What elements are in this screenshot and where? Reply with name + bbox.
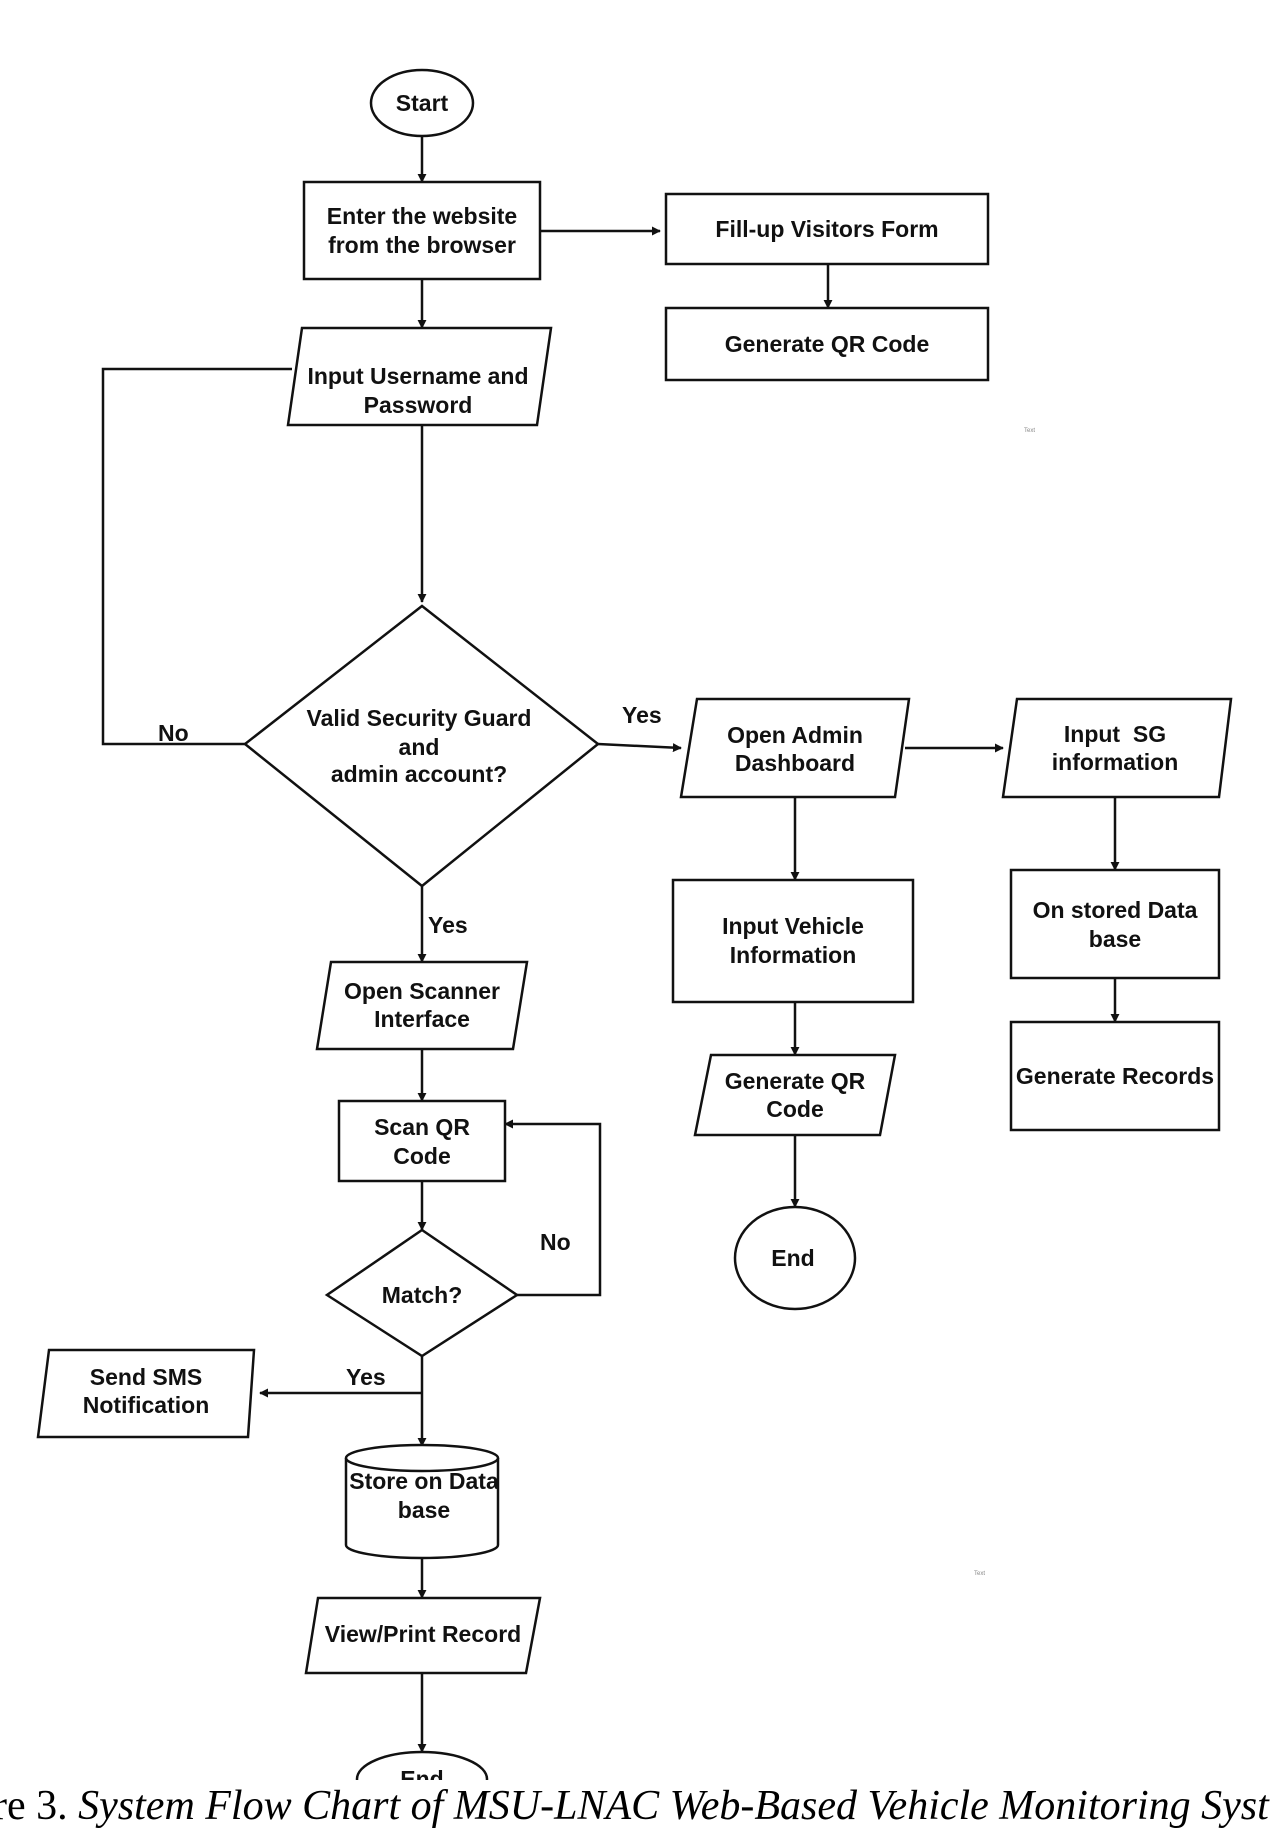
open-admin-label-line1: Open Admin (727, 722, 863, 748)
input-vehicle-label-line2: Information (730, 942, 857, 968)
open-admin-input (679, 697, 911, 799)
shapes (36, 68, 1233, 1780)
generate-qr-visitor-process (664, 306, 990, 382)
input-sg-label-line1: Input SG (1064, 721, 1166, 747)
stored-db-label-line1: On stored Data (1033, 897, 1198, 923)
end-admin-label: End (771, 1245, 814, 1271)
node-labels: Start Enter the website from the browser… (83, 90, 1214, 1780)
generate-qr-admin-input (693, 1053, 897, 1137)
send-sms-input (36, 1348, 256, 1439)
generate-qr-visitor-label: Generate QR Code (725, 331, 930, 357)
store-db-label-line2: base (398, 1497, 450, 1523)
edge-check-to-admin (597, 742, 682, 753)
input-sg-label-line2: information (1052, 749, 1179, 775)
edge-label-no-match: No (540, 1229, 571, 1255)
connectors (101, 136, 1120, 1753)
generate-records-label: Generate Records (1016, 1063, 1214, 1089)
open-scanner-input (315, 960, 529, 1051)
credentials-label-line2: Password (364, 392, 473, 418)
edge-label-invalid: No (158, 720, 189, 746)
match-label: Match? (382, 1282, 463, 1308)
enter-website-label-line2: from the browser (328, 232, 516, 258)
open-scanner-label-line1: Open Scanner (344, 978, 500, 1004)
open-admin-label-line2: Dashboard (735, 750, 855, 776)
edge-labels: No Yes Yes No Yes (158, 702, 662, 1390)
valid-check-label-line3: admin account? (331, 761, 507, 787)
scan-qr-label-line1: Scan QR (374, 1114, 470, 1140)
generate-qr-admin-label-line2: Code (766, 1096, 824, 1122)
flowchart: Start Enter the website from the browser… (36, 68, 1233, 1780)
edge-invalid-loop (101, 367, 292, 746)
send-sms-label-line2: Notification (83, 1392, 210, 1418)
input-vehicle-label-line1: Input Vehicle (722, 913, 864, 939)
stray-mark: Text (974, 1571, 985, 1577)
enter-website-label-line1: Enter the website (327, 203, 517, 229)
caption-number: ure 3. (0, 1783, 68, 1829)
end-main-terminal (355, 1750, 489, 1780)
stored-db-label-line2: base (1089, 926, 1141, 952)
store-db-label-line1: Store on Data (349, 1468, 499, 1494)
valid-account-decision (242, 604, 601, 888)
start-terminal (369, 68, 475, 138)
credentials-input (286, 326, 553, 427)
end-admin-terminal (733, 1205, 857, 1311)
edge-label-match-yes: Yes (346, 1364, 386, 1390)
scan-qr-label-line2: Code (393, 1143, 451, 1169)
visitors-form-label: Fill-up Visitors Form (715, 216, 938, 242)
enter-website-process (302, 180, 542, 281)
figure-caption: ure 3. System Flow Chart of MSU-LNAC Web… (0, 1782, 1288, 1835)
edge-label-valid-admin: Yes (622, 702, 662, 728)
edge-no-match-loop (504, 1119, 602, 1297)
edge-label-valid-guard: Yes (428, 912, 468, 938)
generate-records-process (1009, 1020, 1221, 1132)
view-print-label: View/Print Record (325, 1621, 521, 1647)
end-main-label: End (400, 1766, 443, 1780)
valid-check-label-line2: and (399, 734, 440, 760)
view-print-input (304, 1596, 542, 1675)
open-scanner-label-line2: Interface (374, 1006, 470, 1032)
visitors-form-process (664, 192, 990, 266)
credentials-label-line1: Input Username and (307, 363, 528, 389)
start-label: Start (396, 90, 449, 116)
input-vehicle-process (671, 878, 915, 1004)
send-sms-label-line1: Send SMS (90, 1364, 202, 1390)
scan-qr-process (337, 1099, 507, 1183)
generate-qr-admin-label-line1: Generate QR (725, 1068, 866, 1094)
stored-db-process (1009, 868, 1221, 980)
input-sg-input (1001, 697, 1233, 799)
match-decision (324, 1228, 520, 1358)
valid-check-label-line1: Valid Security Guard (307, 705, 532, 731)
store-database (344, 1443, 500, 1560)
stray-mark: Text (1024, 428, 1035, 434)
caption-title: System Flow Chart of MSU-LNAC Web-Based … (78, 1783, 1269, 1829)
